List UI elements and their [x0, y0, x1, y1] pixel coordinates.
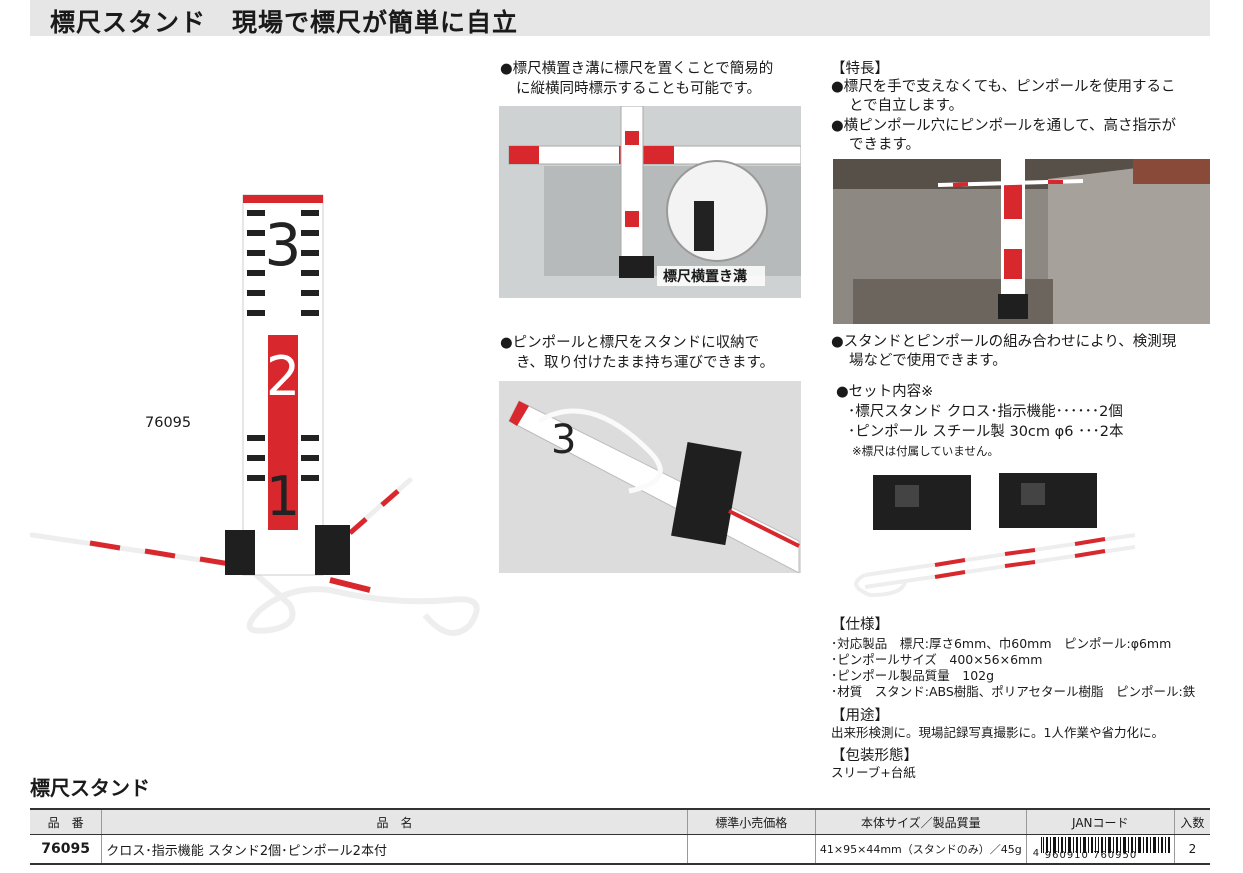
- site-photo: [833, 159, 1210, 324]
- svg-text:2: 2: [266, 345, 300, 408]
- col-header-jan: JANコード: [1025, 808, 1175, 835]
- spec-line-3: ･ピンポール製品質量 102g: [831, 668, 995, 683]
- feature-line-4: できます。: [849, 137, 921, 153]
- horizontal-groove-photo: [499, 106, 801, 298]
- feature-line-1: ●標尺を手で支えなくても、ピンポールを使用するこ: [831, 79, 1176, 95]
- set-contents-image: [845, 465, 1145, 605]
- horizontal-groove-caption-2: に縦横同時標示することも可能です。: [516, 81, 762, 97]
- cell-jan: 4 960910 760950: [1025, 834, 1175, 865]
- col-header-code: 品 番: [30, 808, 102, 835]
- spec-line-2: ･ピンポールサイズ 400×56×6mm: [831, 652, 1043, 667]
- cell-qty: 2: [1173, 834, 1210, 865]
- product-code-label: 76095: [145, 415, 192, 431]
- combo-line-2: 場などで使用できます。: [849, 353, 1007, 369]
- table-title: 標尺スタンド: [30, 776, 150, 800]
- usage-text: 出来形検測に。現場記録写真撮影に。1人作業や省力化に。: [831, 725, 1164, 740]
- feature-line-2: とで自立します。: [849, 98, 964, 114]
- groove-label: 標尺横置き溝: [663, 269, 747, 285]
- storage-caption-2: き、取り付けたまま持ち運びできます。: [516, 355, 775, 371]
- spec-line-4: ･材質 スタンド:ABS樹脂、ポリアセタール樹脂 ピンポール:鉄: [831, 684, 1196, 699]
- feature-line-3: ●横ピンポール穴にピンポールを通して、高さ指示が: [831, 118, 1176, 134]
- col-header-price: 標準小売価格: [686, 808, 816, 835]
- combo-line-1: ●スタンドとピンポールの組み合わせにより、検測現: [831, 334, 1177, 350]
- features-heading: 【特長】: [831, 61, 889, 77]
- cell-code: 76095: [30, 834, 102, 865]
- svg-text:3: 3: [265, 211, 302, 279]
- cell-name: クロス･指示機能 スタンド2個･ピンポール2本付: [101, 834, 688, 865]
- jan-prefix: 4: [1032, 848, 1040, 859]
- set-heading: ●セット内容※: [836, 384, 934, 400]
- packaging-heading: 【包装形態】: [831, 748, 918, 764]
- svg-text:3: 3: [551, 417, 576, 463]
- col-header-qty: 入数: [1173, 808, 1210, 835]
- spec-line-1: ･対応製品 標尺:厚さ6mm、巾60mm ピンポール:φ6mm: [831, 636, 1172, 651]
- cell-size: 41×95×44mm（スタンドのみ）／45g: [814, 834, 1027, 865]
- set-note: ※標尺は付属していません。: [852, 444, 999, 458]
- usage-heading: 【用途】: [831, 708, 889, 724]
- table-header-row: 品 番 品 名 標準小売価格 本体サイズ／製品質量 JANコード 入数: [30, 808, 1210, 835]
- packaging-text: スリーブ+台紙: [831, 765, 916, 780]
- table-row: 76095 クロス･指示機能 スタンド2個･ピンポール2本付 41×95×44m…: [30, 834, 1210, 865]
- col-header-name: 品 名: [101, 808, 688, 835]
- product-table: 品 番 品 名 標準小売価格 本体サイズ／製品質量 JANコード 入数 7609…: [30, 808, 1210, 865]
- barcode-icon: [1040, 837, 1170, 853]
- header-bar: [30, 0, 1210, 36]
- horizontal-groove-caption-1: ●標尺横置き溝に標尺を置くことで簡易的: [500, 61, 774, 77]
- storage-caption-1: ●ピンポールと標尺をスタンドに収納で: [500, 335, 760, 351]
- main-product-image: 3 2 1: [29, 185, 500, 655]
- page-title: 標尺スタンド 現場で標尺が簡単に自立: [50, 8, 519, 37]
- col-header-size: 本体サイズ／製品質量: [814, 808, 1027, 835]
- specs-heading: 【仕様】: [831, 617, 889, 633]
- svg-text:1: 1: [266, 465, 300, 528]
- jan-digits: 960910 760950: [1044, 850, 1138, 861]
- cell-price: [686, 834, 816, 865]
- storage-photo: 3: [499, 381, 801, 573]
- set-item-2: ･ピンポール スチール製 30cm φ6 ･･･2本: [848, 424, 1124, 440]
- set-item-1: ･標尺スタンド クロス･指示機能･･････2個: [848, 404, 1123, 420]
